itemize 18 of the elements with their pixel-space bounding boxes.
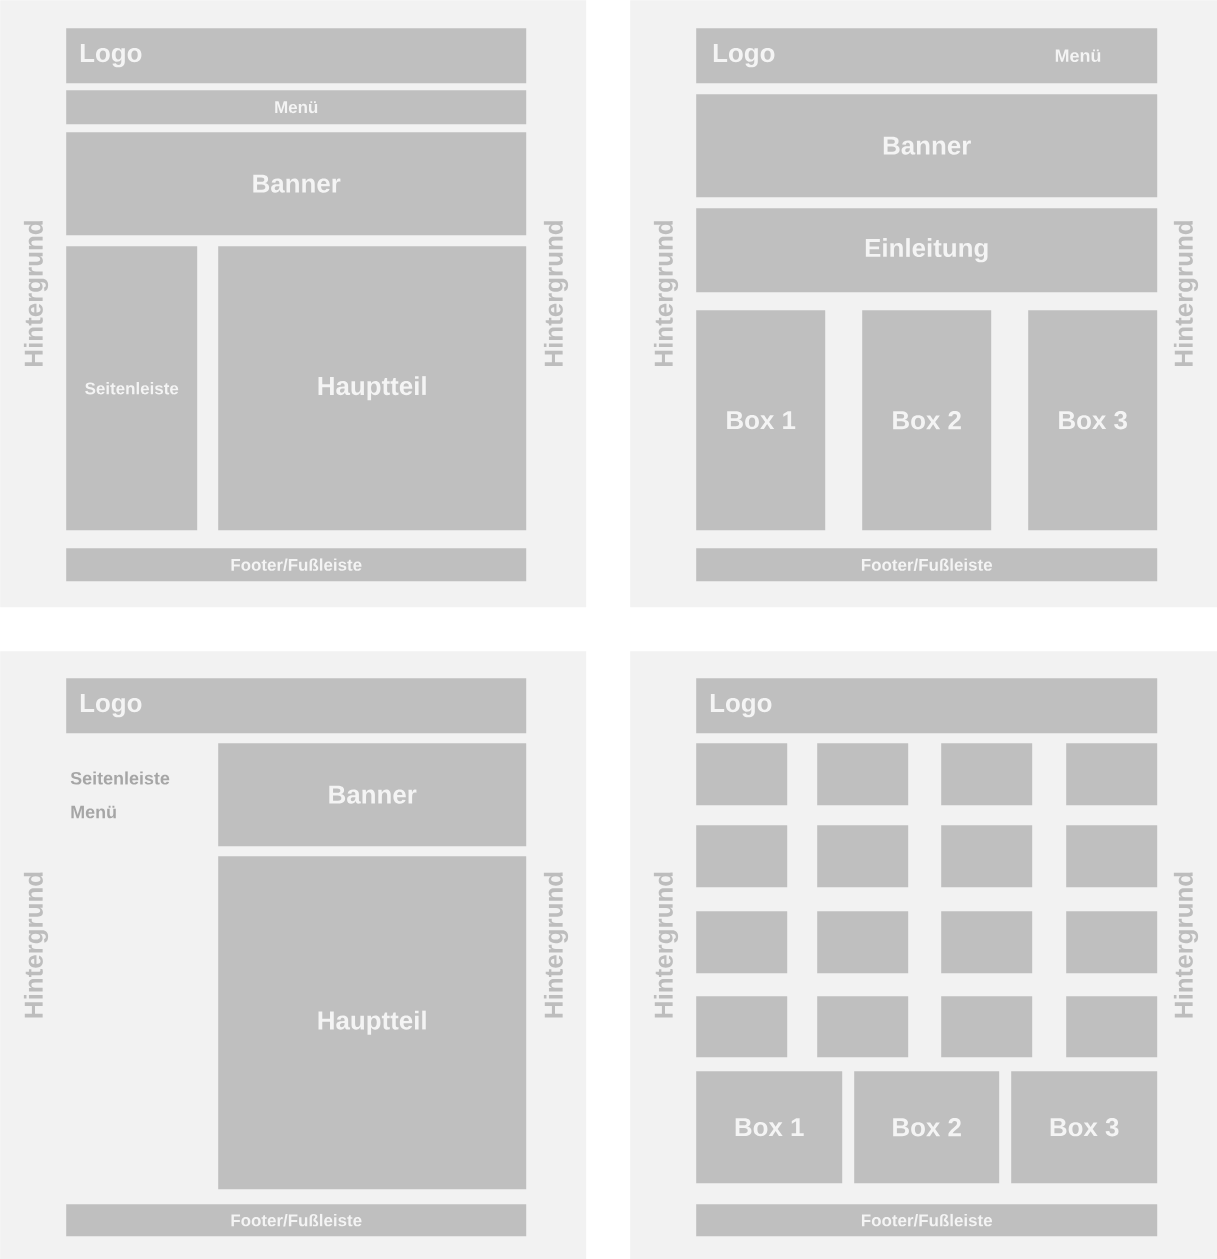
empty-box xyxy=(941,825,1033,888)
empty-box xyxy=(1066,825,1158,888)
empty-box xyxy=(1066,996,1158,1058)
empty-box xyxy=(817,996,909,1058)
empty-box xyxy=(941,996,1033,1058)
empty-box xyxy=(817,743,909,806)
empty-box xyxy=(696,743,788,806)
empty-box xyxy=(696,825,788,888)
empty-box xyxy=(941,743,1033,806)
empty-box xyxy=(941,911,1033,974)
empty-box xyxy=(817,911,909,974)
empty-box xyxy=(696,911,788,974)
empty-box xyxy=(696,996,788,1058)
menu-label: Menü xyxy=(71,805,116,819)
empty-box xyxy=(1066,911,1158,974)
menu-label: Seitenleiste xyxy=(70,771,170,785)
empty-box xyxy=(817,825,909,888)
empty-box xyxy=(1066,743,1158,806)
